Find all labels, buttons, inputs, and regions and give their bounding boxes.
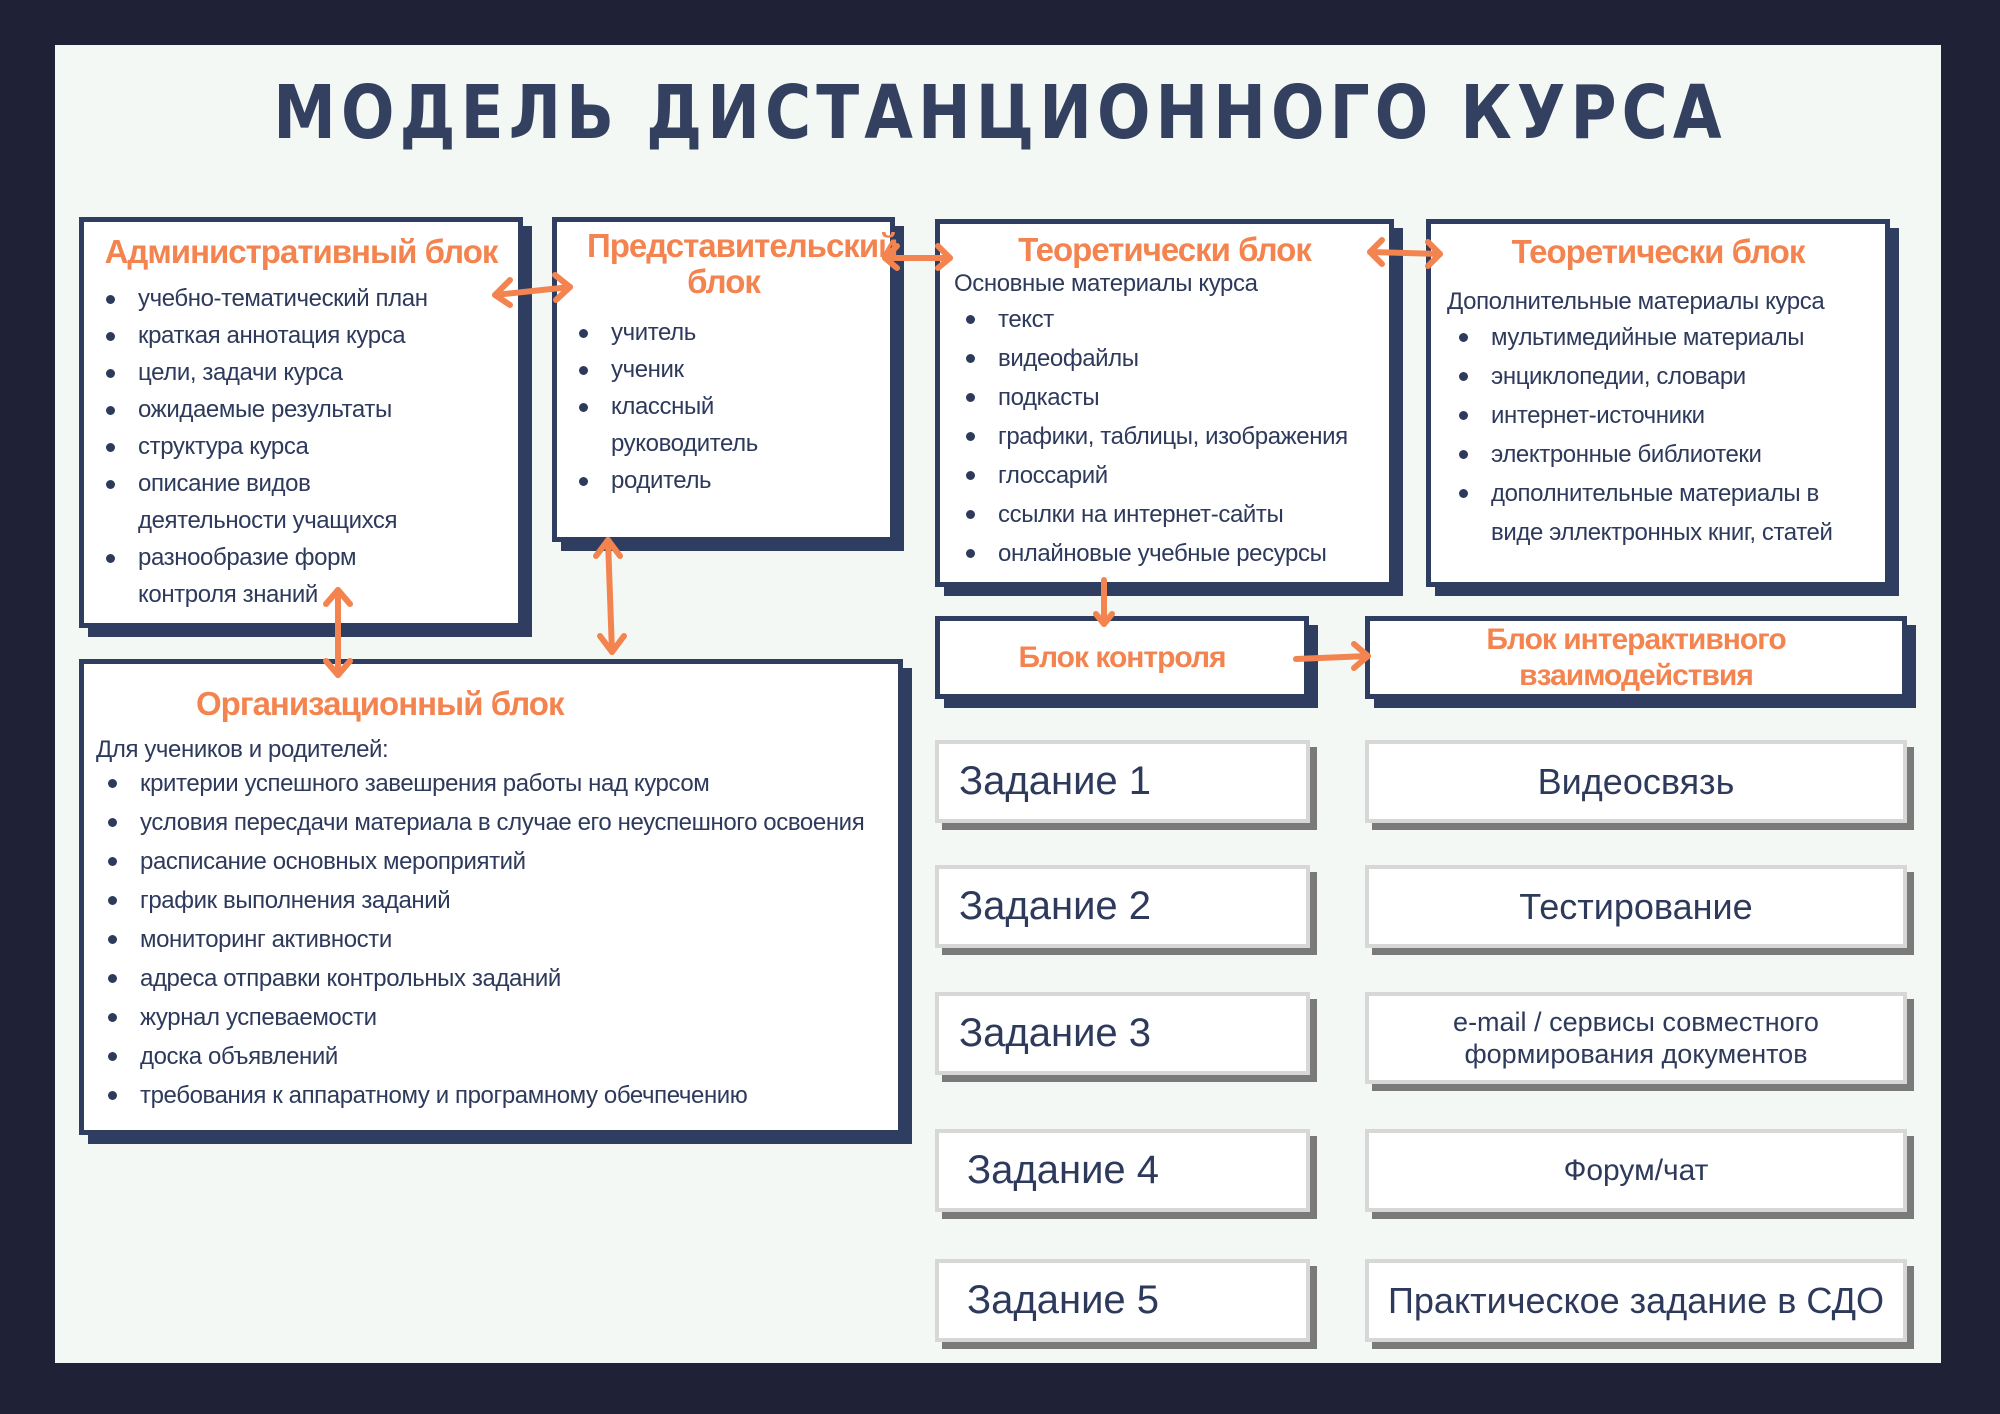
admin-list: учебно-тематический план краткая аннотац… — [94, 280, 508, 613]
theory-main-heading: Теоретически блок — [1018, 231, 1312, 268]
interaction-box: Практическое задание в СДО — [1365, 1259, 1907, 1342]
interaction-box: e-mail / сервисы совместного формировани… — [1365, 992, 1907, 1084]
list-item: график выполнения заданий — [96, 881, 886, 920]
list-item: структура курса — [94, 428, 508, 465]
organizational-block: Организационный блок Для учеников и роди… — [79, 659, 903, 1135]
org-heading: Организационный блок — [196, 685, 564, 722]
list-item: расписание основных мероприятий — [96, 842, 886, 881]
list-item: родитель — [567, 462, 880, 499]
interaction-box: Видеосвязь — [1365, 740, 1907, 823]
list-item: видеофайлы — [954, 339, 1375, 378]
representative-block: Представительский блок учитель ученик кл… — [552, 217, 898, 542]
list-item: онлайновые учебные ресурсы — [954, 534, 1375, 573]
task-box: Задание 3 — [935, 992, 1310, 1075]
control-block: Блок контроля — [935, 616, 1309, 699]
list-item: электронные библиотеки — [1447, 435, 1869, 474]
interaction-box: Тестирование — [1365, 865, 1907, 948]
list-item: ожидаемые результаты — [94, 391, 508, 428]
theory-extra-block: Теоретически блок Дополнительные материа… — [1426, 219, 1890, 587]
list-item: учитель — [567, 314, 880, 351]
list-item: разнообразие форм контроля знаний — [94, 539, 444, 613]
list-item: глоссарий — [954, 456, 1375, 495]
repr-list: учитель ученик классный руководитель род… — [567, 314, 880, 499]
list-item: ссылки на интернет-сайты — [954, 495, 1375, 534]
list-item: дополнительные материалы в виде эллектро… — [1447, 474, 1847, 552]
interactive-heading: Блок интерактивного взаимодействия — [1486, 622, 1786, 692]
task-box: Задание 5 — [935, 1259, 1310, 1342]
page-title: МОДЕЛЬ ДИСТАНЦИОННОГО КУРСА — [273, 70, 1727, 156]
list-item: доска объявлений — [96, 1037, 886, 1076]
task-box: Задание 4 — [935, 1129, 1310, 1212]
admin-block: Административный блок учебно-тематически… — [79, 217, 523, 628]
list-item: классный руководитель — [567, 388, 767, 462]
theory-main-block: Теоретически блок Основные материалы кур… — [935, 219, 1394, 587]
list-item: цели, задачи курса — [94, 354, 508, 391]
list-item: интернет-источники — [1447, 396, 1869, 435]
theory-extra-list: мультимедийные материалы энциклопедии, с… — [1447, 318, 1869, 552]
list-item: требования к аппаратному и програмному о… — [96, 1076, 886, 1115]
list-item: адреса отправки контрольных заданий — [96, 959, 886, 998]
list-item: критерии успешного завешрения работы над… — [96, 764, 886, 803]
theory-extra-subtitle: Дополнительные материалы курса — [1447, 288, 1825, 315]
list-item: ученик — [567, 351, 880, 388]
list-item: описание видов деятельности учащихся — [94, 465, 444, 539]
list-item: мультимедийные материалы — [1447, 318, 1869, 357]
theory-main-subtitle: Основные материалы курса — [954, 270, 1258, 297]
list-item: текст — [954, 300, 1375, 339]
interaction-box: Форум/чат — [1365, 1129, 1907, 1212]
admin-heading: Административный блок — [104, 233, 499, 270]
control-heading: Блок контроля — [1018, 640, 1226, 674]
list-item: краткая аннотация курса — [94, 317, 508, 354]
list-item: мониторинг активности — [96, 920, 886, 959]
list-item: учебно-тематический план — [94, 280, 508, 317]
interactive-block: Блок интерактивного взаимодействия — [1365, 616, 1907, 699]
task-box: Задание 2 — [935, 865, 1310, 948]
theory-main-list: текст видеофайлы подкасты графики, табли… — [954, 300, 1375, 573]
list-item: журнал успеваемости — [96, 998, 886, 1037]
list-item: энциклопедии, словари — [1447, 357, 1869, 396]
repr-heading: Представительский блок — [587, 227, 898, 300]
list-item: подкасты — [954, 378, 1375, 417]
theory-extra-heading: Теоретически блок — [1511, 233, 1806, 270]
list-item: условия пересдачи материала в случае его… — [96, 803, 886, 842]
org-subtitle: Для учеников и родителей: — [96, 736, 389, 763]
task-box: Задание 1 — [935, 740, 1310, 823]
org-list: критерии успешного завешрения работы над… — [96, 764, 886, 1115]
list-item: графики, таблицы, изображения — [954, 417, 1375, 456]
